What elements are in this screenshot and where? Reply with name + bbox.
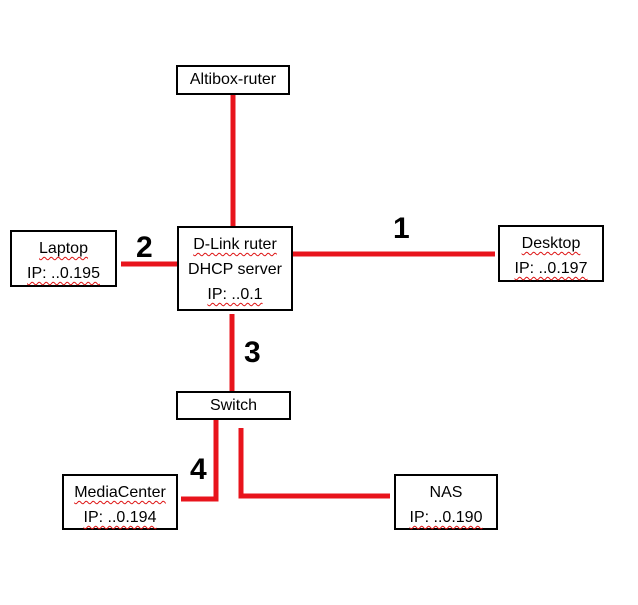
node-dlink-router: D-Link ruter DHCP server IP: ..0.1 [177,226,293,311]
laptop-label: Laptop [39,240,88,257]
dlink-ip: IP: ..0.1 [207,286,263,303]
desktop-label: Desktop [521,235,581,252]
nas-label: NAS [429,484,463,501]
link-switch-mediacenter [181,420,219,502]
mediacenter-ip: IP: ..0.194 [83,509,157,526]
node-altibox-router: Altibox-ruter [176,65,290,95]
link-label-2: 2 [136,231,153,264]
altibox-label: Altibox-ruter [189,71,277,88]
link-switch-nas [238,428,390,499]
link-label-1: 1 [393,212,410,245]
mediacenter-label: MediaCenter [74,484,166,501]
node-desktop: Desktop IP: ..0.197 [498,225,604,282]
node-switch: Switch [176,391,291,420]
dlink-label: D-Link ruter [193,236,277,253]
dlink-role: DHCP server [188,261,282,278]
switch-label: Switch [209,397,258,414]
node-laptop: Laptop IP: ..0.195 [10,230,117,287]
desktop-ip: IP: ..0.197 [514,260,588,277]
link-label-4: 4 [190,453,207,486]
link-label-3: 3 [244,336,261,369]
node-nas: NAS IP: ..0.190 [394,474,498,530]
nas-ip: IP: ..0.190 [409,509,483,526]
laptop-ip: IP: ..0.195 [27,265,100,282]
node-mediacenter: MediaCenter IP: ..0.194 [62,474,178,530]
